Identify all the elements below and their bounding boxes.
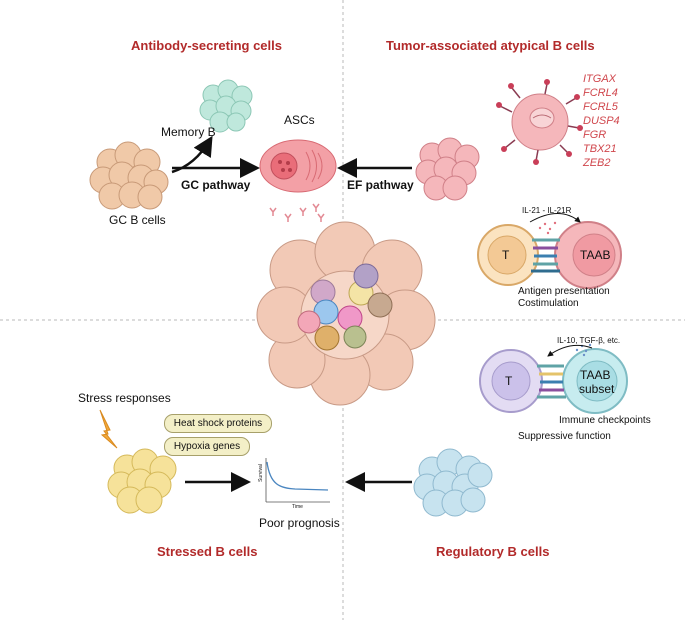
tumor-cell-cluster xyxy=(256,221,436,406)
label-cytokines: IL-10, TGF-β, etc. xyxy=(557,336,621,345)
stressed-b-cell-cluster xyxy=(107,448,177,514)
lightning-icon xyxy=(99,409,118,449)
gene-item: FCRL5 xyxy=(583,101,618,113)
gc-b-cell-cluster xyxy=(89,141,169,210)
asc-plasma-cell xyxy=(259,139,337,193)
plot-ylabel: Survival xyxy=(257,464,264,482)
label-il21: IL-21 - IL-21R xyxy=(522,206,572,215)
atypical-b-cell xyxy=(496,79,583,165)
gene-item: FGR xyxy=(583,129,607,141)
gene-item: DUSP4 xyxy=(583,115,620,127)
label-ef-pathway: EF pathway xyxy=(347,178,414,192)
hypoxia-pill: Hypoxia genes xyxy=(164,437,250,456)
label-memory-b: Memory B xyxy=(161,125,216,139)
label-poor-prognosis: Poor prognosis xyxy=(259,516,340,530)
label-gc-pathway: GC pathway xyxy=(181,178,251,192)
antibody-icons xyxy=(269,203,325,222)
title-antibody-secreting-cells: Antibody-secreting cells xyxy=(131,38,282,53)
plot-xlabel: Time xyxy=(292,504,303,510)
survival-plot xyxy=(265,458,330,503)
label-immune-checkpoints: Immune checkpoints xyxy=(559,415,651,426)
gene-item: ITGAX xyxy=(583,73,617,85)
title-tumor-associated-atypical-b-cells: Tumor-associated atypical B cells xyxy=(386,38,595,53)
label-suppressive-function: Suppressive function xyxy=(518,431,611,442)
label-t-cell: T xyxy=(502,248,510,262)
gene-item: TBX21 xyxy=(583,143,617,155)
label-taab: TAAB xyxy=(580,248,611,262)
label-stress-responses: Stress responses xyxy=(78,391,171,405)
gene-item: ZEB2 xyxy=(583,157,611,169)
gene-item: FCRL4 xyxy=(583,87,618,99)
label-t-cell-regulatory: T xyxy=(505,374,513,388)
label-costimulation: Costimulation xyxy=(518,298,579,309)
antigen-presentation-graphic xyxy=(477,213,622,289)
memory-b-arrow xyxy=(171,135,213,174)
taab-cell-cluster xyxy=(415,137,480,201)
heat-shock-pill: Heat shock proteins xyxy=(164,414,272,433)
regulatory-interaction-graphic xyxy=(479,343,628,414)
label-ascs: ASCs xyxy=(284,113,315,127)
label-antigen-presentation: Antigen presentation xyxy=(518,286,610,297)
title-regulatory-b-cells: Regulatory B cells xyxy=(436,544,550,559)
label-taab-subset-1: TAAB xyxy=(580,368,611,382)
regulatory-b-cell-cluster xyxy=(413,448,493,517)
label-gc-b-cells: GC B cells xyxy=(109,213,166,227)
label-taab-subset-2: subset xyxy=(579,382,615,396)
memory-b-cell-cluster xyxy=(199,79,253,133)
title-stressed-b-cells: Stressed B cells xyxy=(157,544,258,559)
